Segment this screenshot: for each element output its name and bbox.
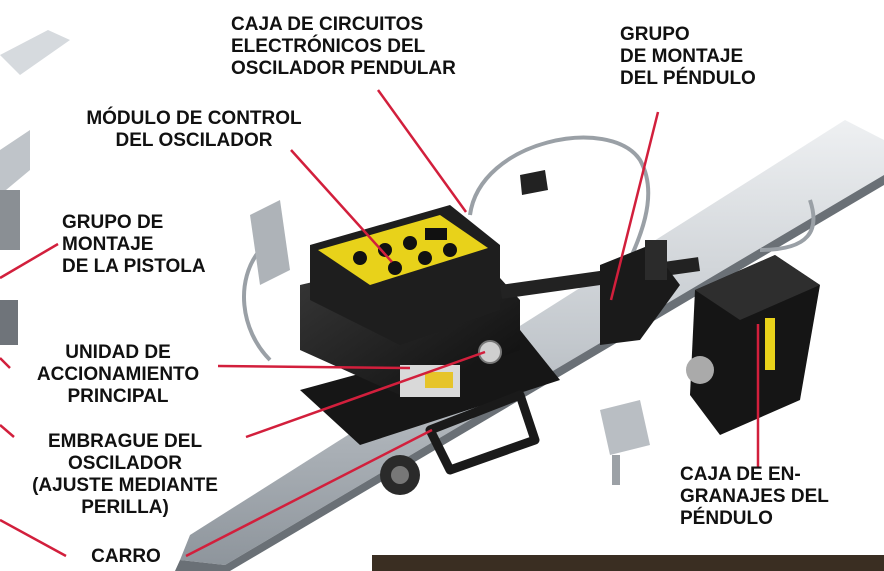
pendulum-gear-box <box>686 255 820 435</box>
left-rail <box>0 30 70 345</box>
gun-mount-bracket <box>250 200 650 485</box>
leader-modulo-control <box>290 149 393 263</box>
track-rail <box>175 120 884 571</box>
leader-embrague <box>245 350 486 439</box>
leader-unidad-left <box>0 357 11 369</box>
leader-grupo-montaje-pendulo <box>609 111 660 301</box>
oscillator-control-module <box>310 205 500 345</box>
pendulum-mount <box>499 170 701 345</box>
leader-caja-circuitos <box>376 89 468 213</box>
leader-lines <box>0 89 760 558</box>
leader-unidad-accionamiento <box>217 364 411 370</box>
label-carro: CARRO <box>91 546 161 567</box>
leader-carro <box>185 428 433 558</box>
leader-embrague-left <box>0 424 15 438</box>
leader-grupo-montaje-pistola <box>0 242 59 280</box>
leader-carro-left <box>0 518 67 558</box>
cable-loop <box>242 135 816 362</box>
photo-strip <box>372 555 884 571</box>
